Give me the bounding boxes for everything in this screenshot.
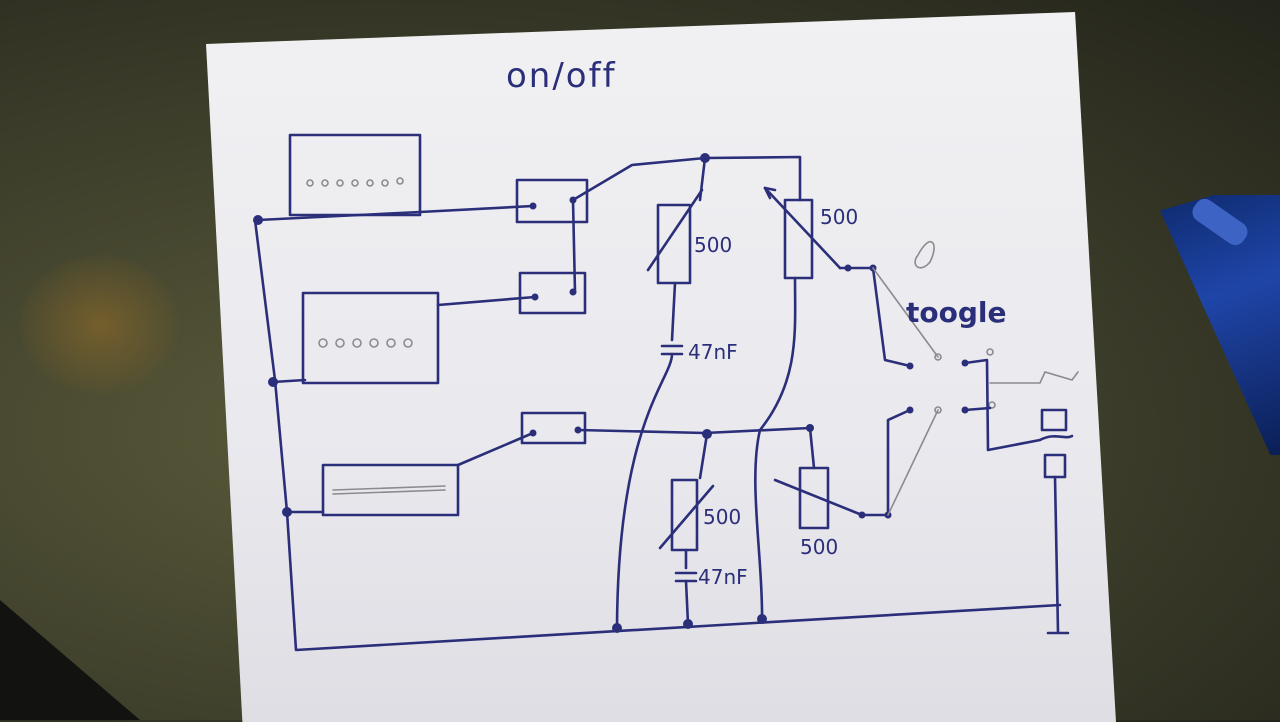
tone-pot-2	[658, 432, 715, 626]
pot-value-label: 500	[694, 233, 733, 257]
pot-value-label: 500	[820, 205, 859, 229]
capacitor-label: 47nF	[688, 340, 738, 364]
pickup-wires	[256, 198, 577, 514]
top-bus	[571, 153, 802, 202]
pickup-middle	[301, 291, 440, 385]
pot-value-label: 500	[800, 535, 839, 559]
pot-value-label: 500	[703, 505, 742, 529]
pot-4	[773, 426, 892, 530]
middle-bus	[576, 424, 814, 439]
title-label: on/off	[506, 56, 617, 96]
capacitor-label: 47nF	[698, 565, 748, 589]
toggle-switch	[871, 241, 1042, 517]
output-jack	[989, 371, 1079, 635]
table-shadow	[0, 600, 140, 720]
tone-pot-1	[615, 156, 707, 630]
switch-1	[515, 178, 589, 224]
toggle-label: toogle	[906, 296, 1007, 329]
paper-sheet	[206, 12, 1116, 722]
switch-3	[520, 411, 587, 445]
pickup-bridge	[321, 463, 460, 517]
table-stain	[20, 255, 180, 395]
pickup-neck	[288, 133, 422, 217]
